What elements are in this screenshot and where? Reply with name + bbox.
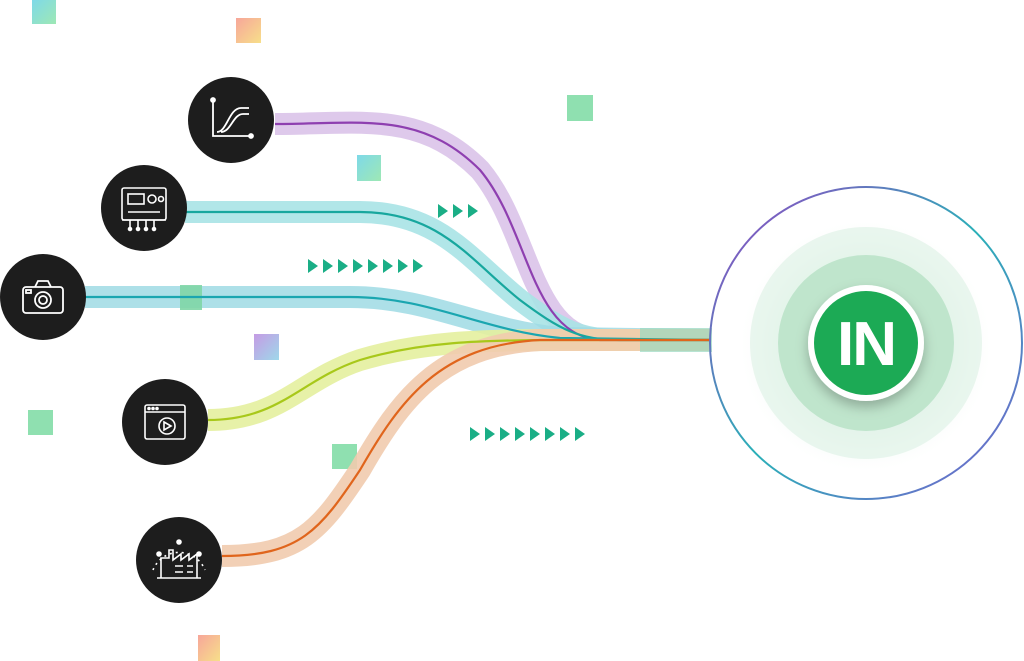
arrow-chevron [398, 259, 408, 273]
factory-icon [152, 539, 206, 579]
camera-icon [22, 280, 64, 314]
decor-square [198, 635, 220, 661]
flow-line-panel [185, 210, 710, 342]
flow-lines [85, 121, 711, 558]
arrow-chevron [500, 427, 510, 441]
arrow-chevron [368, 259, 378, 273]
decor-square [567, 95, 593, 121]
flow-line-camera [85, 295, 711, 342]
flow-line-video [207, 338, 710, 422]
arrow-chevron [353, 259, 363, 273]
arrow-chevron [338, 259, 348, 273]
decor-square [28, 410, 53, 435]
flow-line-factory [221, 338, 710, 558]
arrow-chevron [485, 427, 495, 441]
hub-logo [808, 285, 924, 401]
arrow-chevron [560, 427, 570, 441]
arrow-chevron [515, 427, 525, 441]
flow-band-factory [221, 329, 710, 567]
video-player-icon [144, 404, 186, 440]
source-nodes [0, 77, 274, 603]
hub: IN [709, 186, 1023, 500]
hub-logo-disc [814, 291, 918, 395]
arrow-chevron [383, 259, 393, 273]
source-node-panel [101, 165, 187, 251]
arrow-chevron [545, 427, 555, 441]
decor-square [254, 334, 279, 360]
arrow-chevron [438, 204, 448, 218]
line-chart-icon [210, 97, 254, 139]
decor-squares [28, 0, 593, 661]
arrow-chevron [468, 204, 478, 218]
source-node-chart [188, 77, 274, 163]
decor-square [357, 155, 381, 181]
hub-logo-text: IN [837, 310, 895, 379]
arrow-chevron [470, 427, 480, 441]
arrow-chevron [575, 427, 585, 441]
arrow-chevron [413, 259, 423, 273]
control-panel-icon [121, 187, 167, 232]
arrow-chevron [530, 427, 540, 441]
arrow-chevron [323, 259, 333, 273]
source-node-camera [0, 254, 86, 340]
arrow-chevron [453, 204, 463, 218]
arrow-chevron [308, 259, 318, 273]
source-node-video [122, 379, 208, 465]
source-node-factory [136, 517, 222, 603]
hub-outer-ring [709, 186, 1023, 500]
decor-square [32, 0, 56, 24]
flow-line-chart [274, 121, 710, 342]
flow-arrows [308, 204, 585, 441]
decor-square [236, 18, 261, 43]
